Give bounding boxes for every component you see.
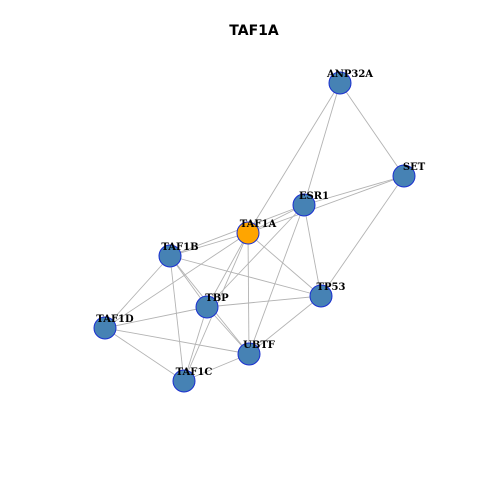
- edge-taf1d-taf1c: [104, 327, 185, 382]
- node-taf1a: [236, 221, 260, 245]
- node-anp32a: [328, 71, 352, 95]
- edge-taf1a-taf1d: [104, 232, 249, 329]
- node-label-taf1c: TAF1C: [176, 367, 213, 378]
- edge-set-esr1: [303, 175, 405, 206]
- edge-taf1a-taf1b: [169, 232, 249, 257]
- node-label-anp32a: ANP32A: [326, 69, 373, 80]
- edge-anp32a-set: [339, 82, 405, 177]
- edge-taf1a-tbp: [206, 232, 249, 308]
- edge-layer: [104, 82, 405, 382]
- node-taf1c: [172, 369, 196, 393]
- node-tbp: [195, 295, 219, 319]
- edge-anp32a-esr1: [303, 82, 341, 206]
- node-label-ubtf: UBTF: [243, 340, 275, 351]
- node-esr1: [292, 193, 316, 217]
- edge-set-tp53: [320, 175, 405, 297]
- edge-ubtf-tp53: [248, 295, 322, 355]
- node-ubtf: [237, 342, 261, 366]
- node-layer: [93, 71, 416, 393]
- node-label-taf1b: TAF1B: [161, 242, 198, 253]
- node-set: [392, 164, 416, 188]
- node-label-taf1d: TAF1D: [96, 314, 134, 325]
- node-label-tbp: TBP: [205, 293, 229, 304]
- edge-anp32a-taf1a: [247, 82, 341, 234]
- node-tp53: [309, 284, 333, 308]
- node-label-esr1: ESR1: [299, 191, 329, 202]
- edge-taf1b-taf1d: [104, 255, 171, 329]
- edge-taf1a-tp53: [247, 232, 322, 297]
- graph-title: TAF1A: [229, 23, 279, 39]
- edge-esr1-tp53: [303, 204, 322, 297]
- edge-tbp-taf1d: [104, 306, 208, 329]
- node-label-taf1a: TAF1A: [240, 219, 277, 230]
- edge-taf1a-ubtf: [247, 232, 250, 355]
- edge-taf1b-tp53: [169, 255, 322, 297]
- edge-esr1-ubtf: [248, 204, 305, 355]
- edge-ubtf-taf1c: [183, 353, 250, 382]
- node-label-set: SET: [403, 162, 426, 173]
- edge-taf1d-ubtf: [104, 327, 250, 355]
- node-taf1d: [93, 316, 117, 340]
- edge-taf1b-taf1c: [169, 255, 185, 382]
- node-label-tp53: TP53: [317, 282, 346, 293]
- edge-set-taf1a: [247, 175, 405, 234]
- node-taf1b: [158, 244, 182, 268]
- edge-tbp-tp53: [206, 295, 322, 308]
